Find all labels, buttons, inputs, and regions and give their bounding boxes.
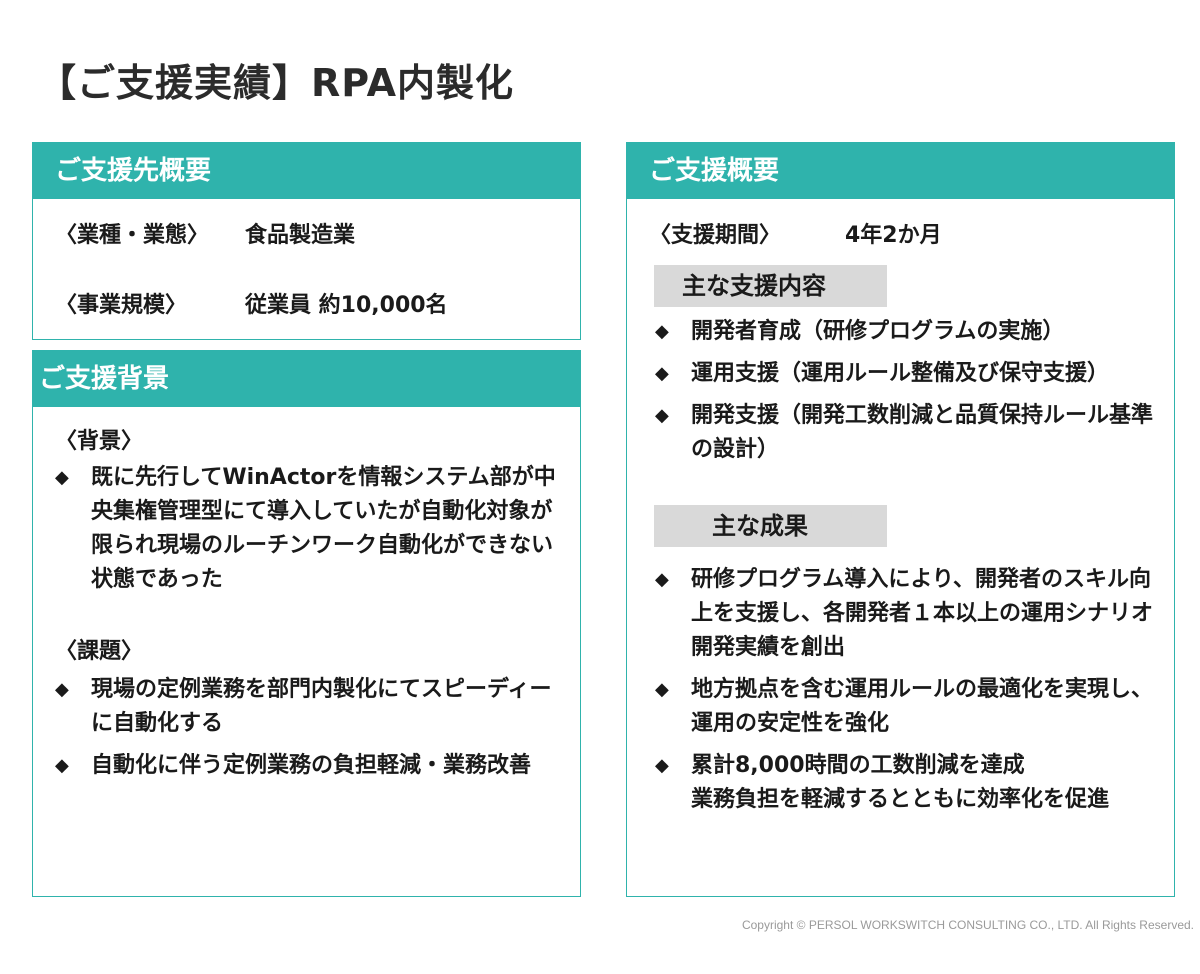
list-item: ◆開発支援（開発工数削減と品質保持ルール基準の設計） bbox=[655, 399, 1160, 467]
result-list: ◆研修プログラム導入により、開発者のスキル向上を支援し、各開発者１本以上の運用シ… bbox=[655, 563, 1160, 825]
list-item: ◆累計8,000時間の工数削減を達成 業務負担を軽減するとともに効率化を促進 bbox=[655, 749, 1160, 817]
result-label: 主な成果 bbox=[654, 505, 887, 547]
issue-list: ◆現場の定例業務を部門内製化にてスピーディーに自動化する ◆自動化に伴う定例業務… bbox=[55, 673, 570, 791]
list-item: ◆地方拠点を含む運用ルールの最適化を実現し、運用の安定性を強化 bbox=[655, 673, 1160, 741]
background-list: ◆既に先行してWinActorを情報システム部が中央集権管理型にて導入していたが… bbox=[55, 461, 570, 605]
list-item: ◆運用支援（運用ルール整備及び保守支援） bbox=[655, 357, 1160, 391]
support-overview-panel: ご支援概要 〈支援期間〉 4年2か月 主な支援内容 ◆開発者育成（研修プログラム… bbox=[626, 142, 1175, 897]
copyright-text: Copyright © PERSOL WORKSWITCH CONSULTING… bbox=[741, 918, 1194, 932]
diamond-icon: ◆ bbox=[55, 467, 69, 488]
content-list: ◆開発者育成（研修プログラムの実施） ◆運用支援（運用ルール整備及び保守支援） … bbox=[655, 315, 1160, 475]
period-label: 〈支援期間〉 bbox=[649, 223, 782, 248]
background-label: 〈背景〉 bbox=[55, 429, 144, 454]
diamond-icon: ◆ bbox=[655, 363, 669, 384]
list-item: ◆研修プログラム導入により、開発者のスキル向上を支援し、各開発者１本以上の運用シ… bbox=[655, 563, 1160, 665]
issue-label: 〈課題〉 bbox=[55, 639, 144, 664]
industry-row: 〈業種・業態〉 食品製造業 bbox=[55, 217, 355, 249]
list-item: ◆既に先行してWinActorを情報システム部が中央集権管理型にて導入していたが… bbox=[55, 461, 570, 597]
diamond-icon: ◆ bbox=[655, 755, 669, 776]
list-item: ◆開発者育成（研修プログラムの実施） bbox=[655, 315, 1160, 349]
list-item: ◆現場の定例業務を部門内製化にてスピーディーに自動化する bbox=[55, 673, 570, 741]
period-value: 4年2か月 bbox=[845, 223, 942, 248]
diamond-icon: ◆ bbox=[655, 321, 669, 342]
industry-value: 食品製造業 bbox=[245, 223, 356, 248]
scale-label: 〈事業規模〉 bbox=[55, 293, 188, 318]
industry-label: 〈業種・業態〉 bbox=[55, 223, 210, 248]
list-item: ◆自動化に伴う定例業務の負担軽減・業務改善 bbox=[55, 749, 570, 783]
diamond-icon: ◆ bbox=[655, 405, 669, 426]
period-row: 〈支援期間〉 4年2か月 bbox=[649, 217, 942, 249]
page-title: 【ご支援実績】RPA内製化 bbox=[38, 61, 515, 105]
scale-row: 〈事業規模〉 従業員 約10,000名 bbox=[55, 287, 448, 319]
diamond-icon: ◆ bbox=[55, 755, 69, 776]
client-overview-panel: ご支援先概要 〈業種・業態〉 食品製造業 〈事業規模〉 従業員 約10,000名 bbox=[32, 142, 581, 340]
diamond-icon: ◆ bbox=[655, 569, 669, 590]
client-overview-header: ご支援先概要 bbox=[33, 143, 580, 199]
content-label: 主な支援内容 bbox=[654, 265, 887, 307]
diamond-icon: ◆ bbox=[55, 679, 69, 700]
background-panel: ご支援背景 〈背景〉 ◆既に先行してWinActorを情報システム部が中央集権管… bbox=[32, 350, 581, 897]
diamond-icon: ◆ bbox=[655, 679, 669, 700]
background-header: ご支援背景 bbox=[33, 351, 580, 407]
support-overview-header: ご支援概要 bbox=[627, 143, 1174, 199]
scale-value: 従業員 約10,000名 bbox=[245, 293, 448, 318]
